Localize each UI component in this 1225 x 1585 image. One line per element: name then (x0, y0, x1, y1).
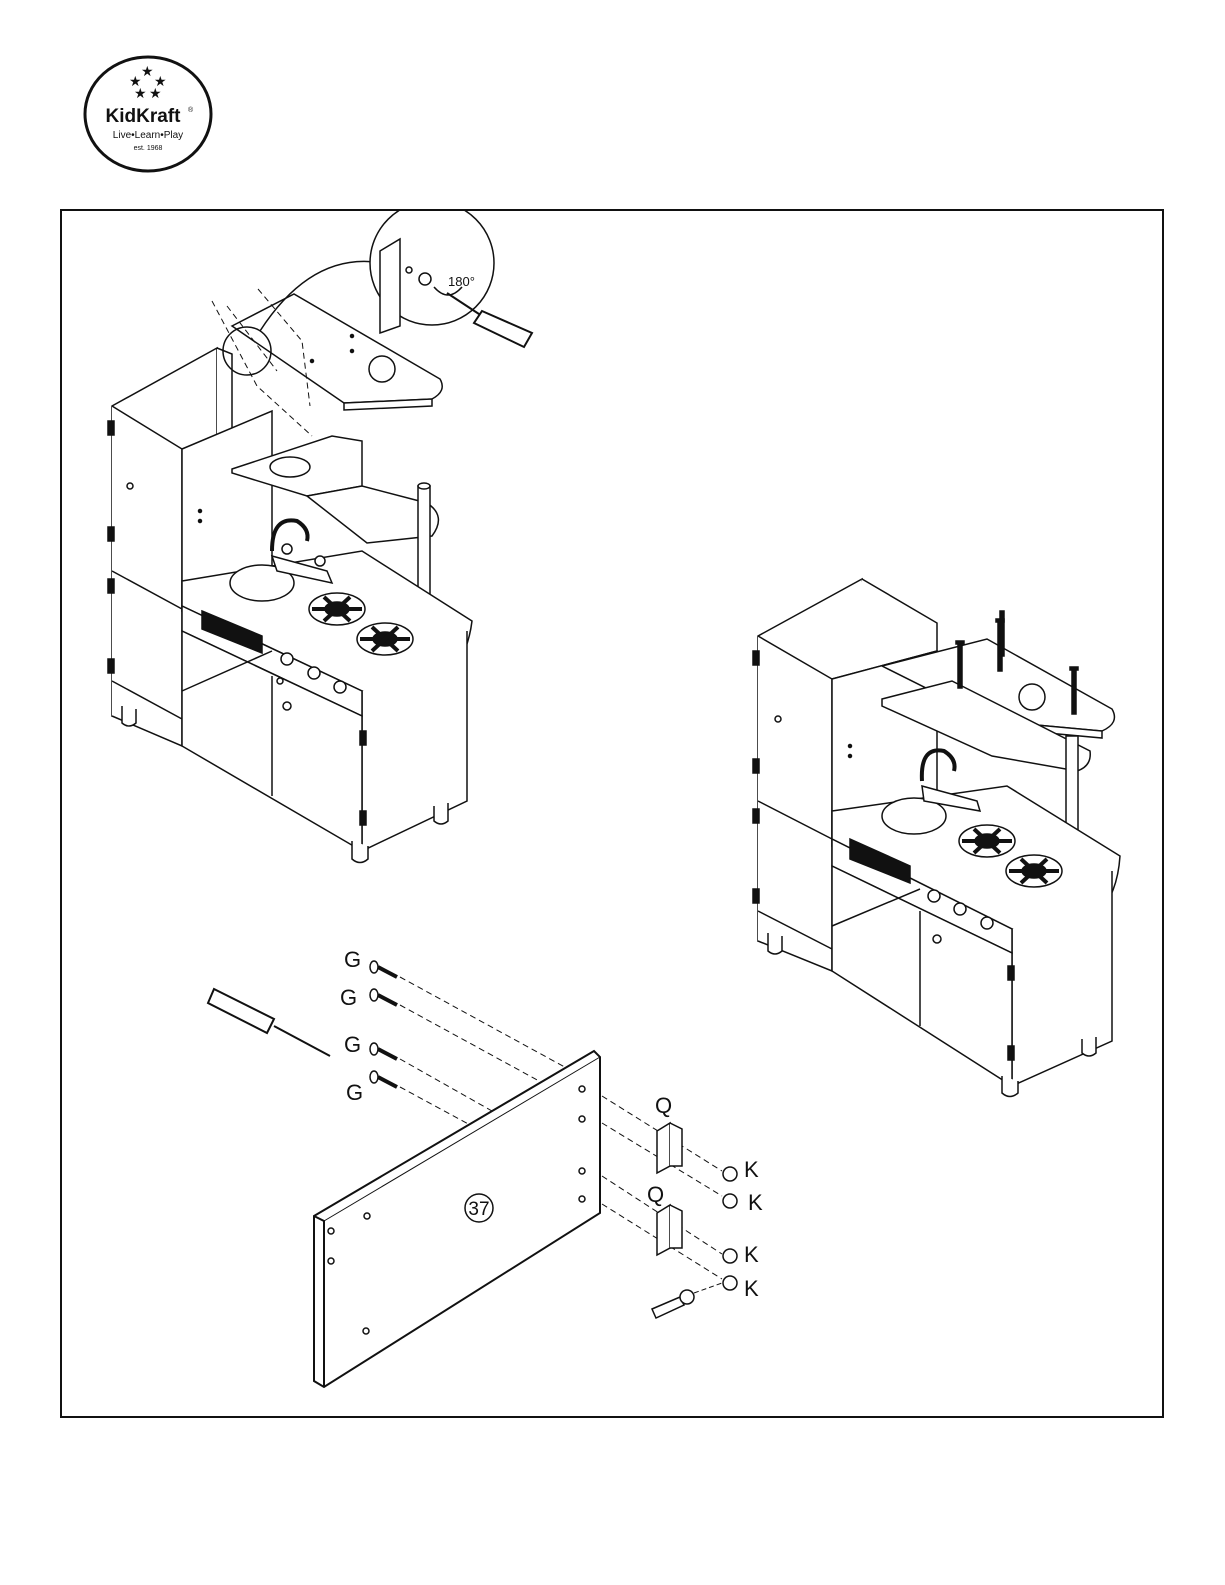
cam-lock-detail-callout: 180° (370, 211, 532, 347)
nut-label-k: K (744, 1242, 759, 1267)
kitchen-exploded-view (108, 261, 472, 862)
svg-text:★: ★ (141, 63, 154, 79)
logo-brand: KidKraft (106, 106, 182, 127)
burner-icon (357, 623, 413, 655)
logo-established: est. 1968 (134, 145, 163, 152)
svg-text:★: ★ (134, 85, 147, 101)
wrench-icon (652, 1283, 722, 1318)
nut-icon (723, 1167, 737, 1290)
logo-tagline: Live•Learn•Play (113, 130, 183, 141)
panel-37-assembly: G G G G (208, 947, 763, 1387)
bracket-label-q: Q (647, 1182, 664, 1207)
screw-label-g: G (344, 1032, 361, 1057)
rotation-label: 180° (448, 274, 475, 289)
nut-label-k: K (744, 1276, 759, 1301)
screwdriver-icon (447, 293, 532, 347)
screw-icon (370, 961, 397, 1087)
burner-icon (959, 825, 1015, 857)
bracket-label-q: Q (655, 1093, 672, 1118)
kidkraft-logo: ★ ★ ★ ★ ★ KidKraft ® Live•Learn•Play est… (82, 54, 214, 174)
burner-icon (309, 593, 365, 625)
instruction-step-frame: 180° (60, 209, 1164, 1418)
screw-label-g: G (340, 985, 357, 1010)
panel-part-number: 37 (468, 1199, 489, 1220)
logo-registered: ® (188, 106, 194, 114)
kitchen-assembled-view (753, 579, 1120, 1097)
screw-label-g: G (344, 947, 361, 972)
svg-text:★: ★ (149, 85, 162, 101)
screwdriver-icon (208, 989, 330, 1056)
nut-label-k: K (744, 1157, 759, 1182)
screw-label-g: G (346, 1080, 363, 1105)
burner-icon (1006, 855, 1062, 887)
nut-label-k: K (748, 1190, 763, 1215)
